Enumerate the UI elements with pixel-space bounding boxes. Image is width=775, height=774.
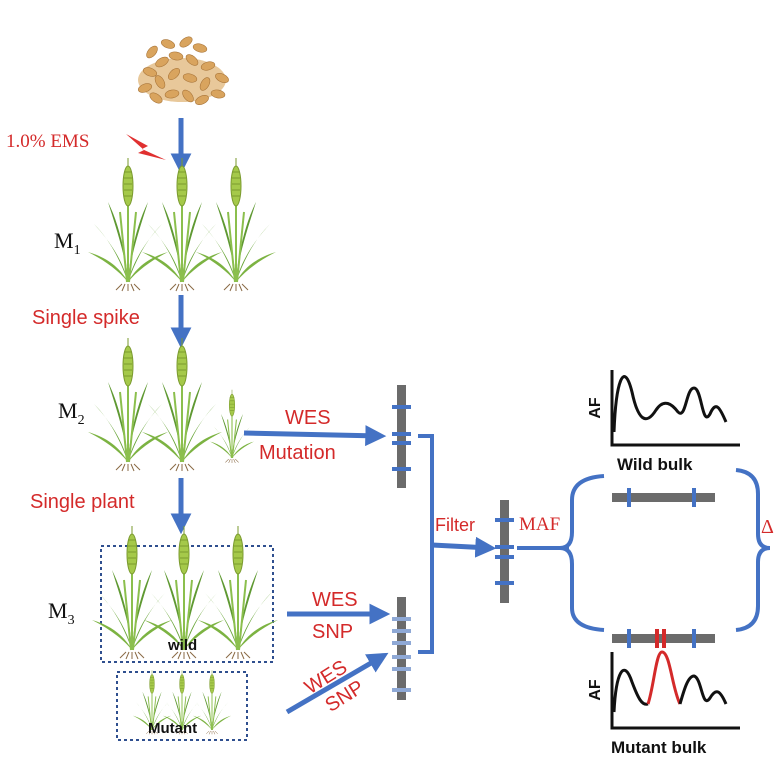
- m2-label: M2: [58, 398, 85, 428]
- arrow-mutant-to-snp: [285, 652, 389, 715]
- af-label-bottom: AF: [587, 679, 604, 701]
- svg-text:M3: M3: [48, 598, 75, 628]
- wes-snp-low-labels: WES SNP: [301, 656, 368, 717]
- chromosome-mutation: [392, 385, 411, 488]
- af-curve-mutant-left: [612, 668, 649, 713]
- maf-label: MAF: [519, 514, 560, 535]
- af-curve-mutant-right: [678, 674, 728, 705]
- single-plant-label: Single plant: [30, 491, 135, 513]
- af-curve-mutant-peak: [646, 650, 682, 705]
- delta-label: Δ: [761, 516, 774, 538]
- m1-label: M1: [54, 228, 81, 258]
- mutation-label: Mutation: [259, 442, 336, 464]
- mutant-label: Mutant: [148, 720, 197, 737]
- af-label-top: AF: [587, 397, 604, 419]
- bulk-curly-brace: [559, 474, 605, 632]
- af-plot-mutant: AF: [587, 650, 740, 730]
- af-curve-wild: [612, 375, 728, 433]
- svg-text:M1: M1: [54, 228, 81, 258]
- wes-mid-label: WES: [312, 589, 358, 611]
- mutant-box: [116, 671, 248, 741]
- wild-label: wild: [167, 637, 197, 654]
- arrow-to-filtered: [431, 536, 497, 558]
- chromosome-snp: [392, 597, 411, 700]
- single-spike-label: Single spike: [32, 307, 140, 329]
- chromosome-mutant-bulk: [612, 629, 715, 648]
- chromosome-wild-bulk: [612, 488, 715, 507]
- mutant-bulk-label: Mutant bulk: [611, 738, 707, 757]
- wheat-seeds-icon: [137, 36, 229, 105]
- ems-label: 1.0% EMS: [6, 131, 89, 152]
- af-plot-wild: AF: [587, 370, 740, 447]
- m1-plants: [87, 157, 277, 292]
- arrow-m2-to-mutation: [243, 425, 387, 447]
- m3-label: M3: [48, 598, 75, 628]
- wes-top-label: WES: [285, 407, 331, 429]
- lightning-bolt-icon: [126, 134, 166, 160]
- chromosome-filtered: [495, 500, 514, 603]
- delta-bracket: [735, 468, 771, 632]
- snp-mid-label: SNP: [312, 621, 353, 643]
- svg-text:M2: M2: [58, 398, 85, 428]
- filter-bracket: [418, 434, 434, 654]
- filter-label: Filter: [435, 515, 475, 535]
- wild-bulk-label: Wild bulk: [617, 455, 693, 474]
- m2-plants: [87, 337, 255, 472]
